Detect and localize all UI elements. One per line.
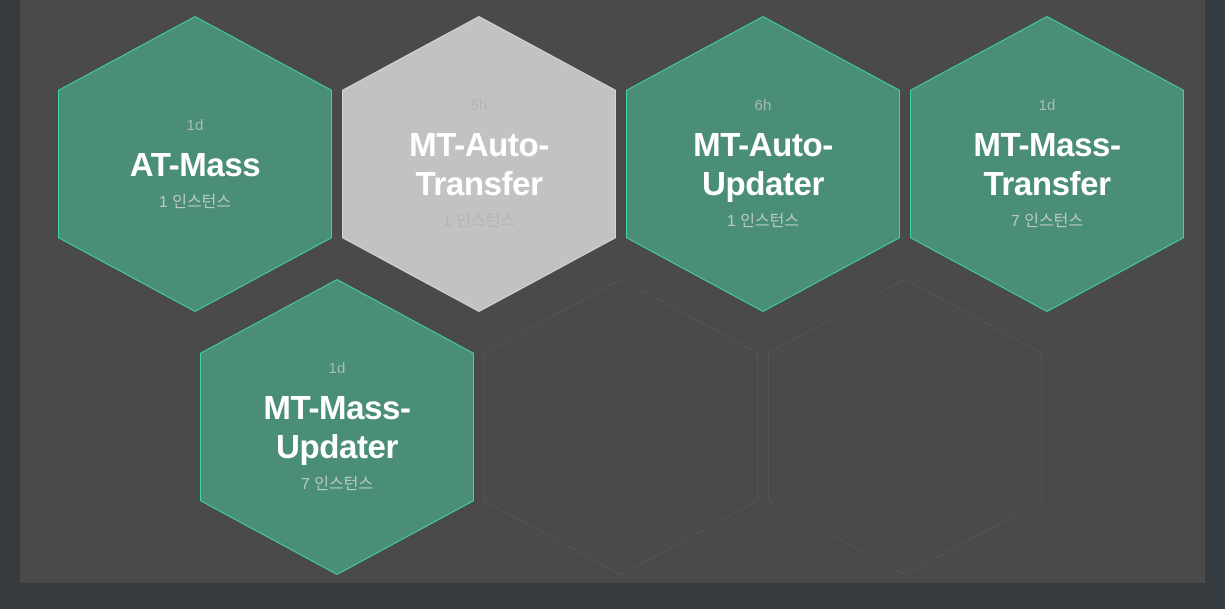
- hex-instances-label: 1 인스턴스: [158, 193, 232, 211]
- hex-outline-icon: [484, 279, 758, 575]
- hex-outline-icon: [768, 279, 1042, 575]
- hex-title-label: MT-Auto-Updater: [693, 126, 833, 202]
- hex-title-label: AT-Mass: [129, 145, 261, 183]
- hex-age-label: 6h: [754, 97, 772, 114]
- hex-empty-slot: [484, 279, 758, 575]
- hex-age-label: 5h: [470, 97, 488, 114]
- hex-instances-label: 1 인스턴스: [726, 213, 800, 230]
- hex-title-label: MT-Mass-Updater: [263, 389, 411, 465]
- hex-empty-slot: [768, 279, 1042, 575]
- hex-age-label: 1d: [328, 360, 346, 377]
- hex-instances-label: 1 인스턴스: [442, 213, 516, 230]
- hex-age-label: 1d: [186, 116, 204, 134]
- hex-instances-label: 7 인스턴스: [300, 476, 374, 493]
- hex-instances-label: 7 인스턴스: [1010, 213, 1084, 230]
- hex-age-label: 1d: [1038, 97, 1056, 114]
- hex-title-label: MT-Mass-Transfer: [973, 126, 1121, 202]
- hex-title-label: MT-Auto-Transfer: [409, 126, 549, 202]
